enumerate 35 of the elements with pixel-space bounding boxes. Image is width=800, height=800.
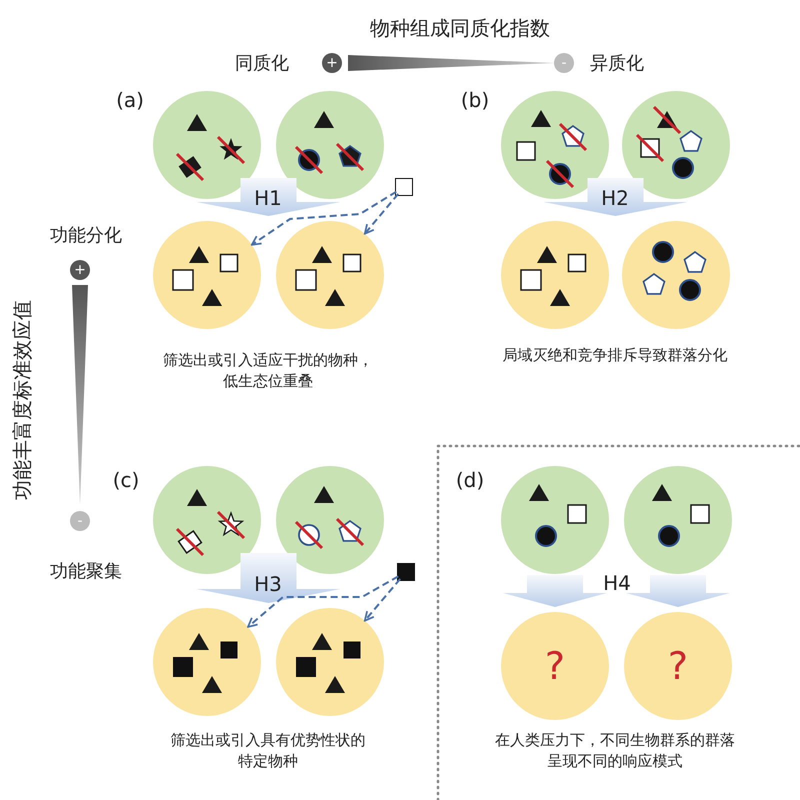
hypothesis-label: H1 <box>254 188 282 208</box>
axis-end-label: 同质化 <box>235 55 289 73</box>
panel-label: (d) <box>456 470 484 490</box>
question-mark: ? <box>668 646 688 686</box>
panel-label: (a) <box>116 90 144 110</box>
caption: 在人类压力下，不同生物群系的群落呈现不同的响应模式 <box>494 730 736 772</box>
square-symbol <box>397 563 415 581</box>
sign-label: - <box>561 56 567 70</box>
hypothesis-label: H3 <box>254 574 282 594</box>
sign-label: + <box>74 263 86 277</box>
square-symbol <box>395 178 413 196</box>
dashed-arrow <box>250 190 397 246</box>
axis-end-label: 功能聚集 <box>50 563 122 581</box>
panel-label: (b) <box>460 90 490 110</box>
block-arrow <box>544 178 688 216</box>
axis-title: 功能丰富度标准效应值 <box>12 300 32 500</box>
axis-title: 物种组成同质化指数 <box>370 18 550 38</box>
axis-end-label: 异质化 <box>590 55 644 73</box>
block-arrow <box>626 575 730 607</box>
block-arrow <box>196 178 340 216</box>
dashed-arrow <box>364 578 401 622</box>
caption: 筛选出或引入适应干扰的物种，低生态位重叠 <box>162 350 374 392</box>
block-arrow <box>503 575 607 607</box>
panel-label: (c) <box>112 470 140 490</box>
hypothesis-label: H4 <box>603 573 631 593</box>
block-arrow <box>196 553 340 603</box>
sign-label: + <box>326 56 338 70</box>
caption: 筛选出或引入具有优势性状的特定物种 <box>170 730 366 772</box>
sign-label: - <box>77 514 83 528</box>
hypothesis-label: H2 <box>601 188 629 208</box>
dashed-arrow <box>364 193 399 235</box>
dashed-arrow <box>247 576 399 628</box>
question-mark: ? <box>544 646 566 686</box>
caption: 局域灭绝和竞争排斥导致群落分化 <box>502 345 728 366</box>
axis-end-label: 功能分化 <box>50 227 122 245</box>
